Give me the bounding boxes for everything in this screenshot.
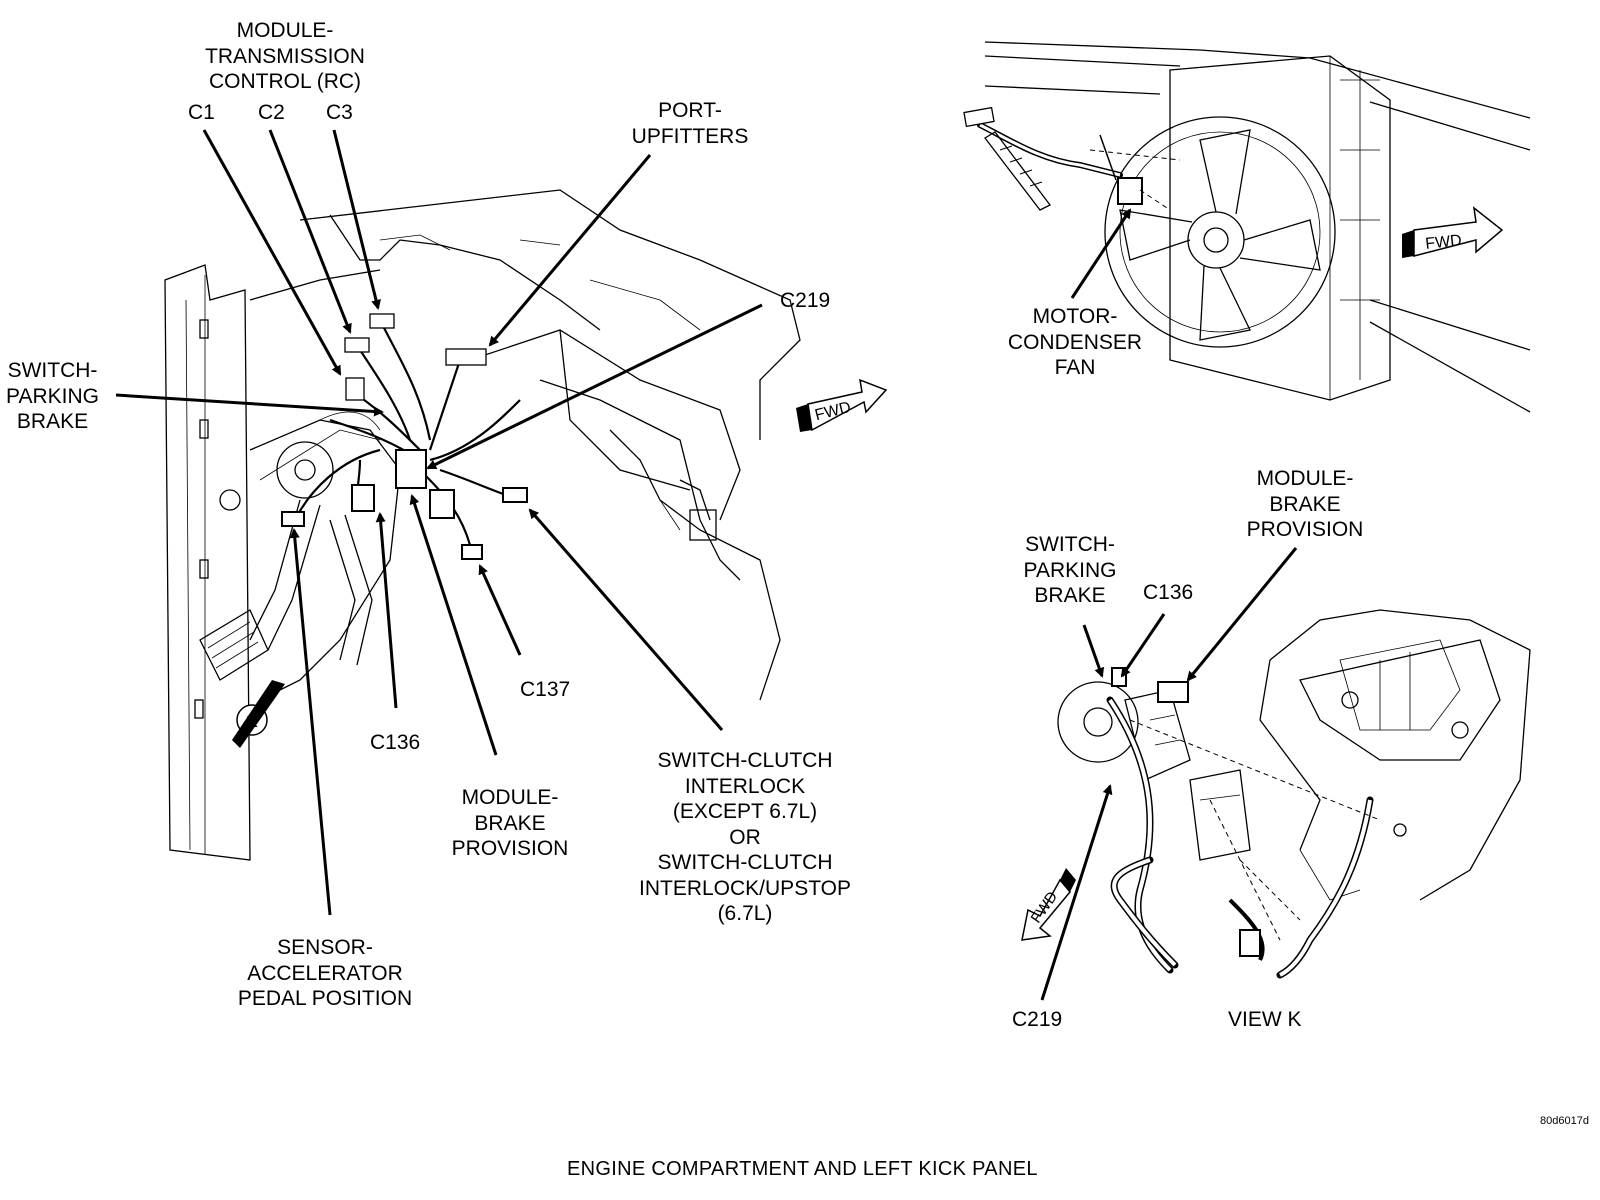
c136-view-k-label: C136: [1143, 581, 1194, 604]
module-brake-provision-main-label: MODULE- BRAKE PROVISION: [451, 786, 569, 860]
sensor-accelerator-pedal-position-label: SENSOR- ACCELERATOR PEDAL POSITION: [237, 936, 413, 1010]
view-k-label: VIEW K: [1228, 1008, 1302, 1031]
switch-parking-brake-view-k-label: SWITCH- PARKING BRAKE: [1023, 533, 1117, 607]
figure-caption: ENGINE COMPARTMENT AND LEFT KICK PANEL: [567, 1158, 1038, 1180]
motor-condenser-fan-label: MOTOR- CONDENSER FAN: [1007, 305, 1143, 379]
c3-label: C3: [326, 101, 353, 124]
fwd-text-top-right: FWD: [1425, 232, 1463, 253]
main-illustration: [164, 189, 801, 861]
view-k-illustration: [1057, 609, 1531, 979]
c2-label: C2: [258, 101, 285, 124]
c137-label: C137: [520, 678, 571, 701]
module-transmission-control-label: MODULE- TRANSMISSION CONTROL (RC): [205, 19, 365, 93]
motor-condenser-fan-leader: [1070, 208, 1132, 299]
switch-clutch-interlock-label: SWITCH-CLUTCH INTERLOCK (EXCEPT 6.7L) OR…: [639, 749, 851, 925]
c1-label: C1: [188, 101, 215, 124]
module-brake-provision-view-k-label: MODULE- BRAKE PROVISION: [1246, 467, 1364, 541]
leader-lines-main: [115, 129, 763, 916]
port-upfitters-label: PORT- UPFITTERS: [631, 99, 749, 148]
k-marker-text: K: [246, 714, 258, 731]
c136-main-label: C136: [370, 731, 421, 754]
condenser-fan-illustration: [963, 41, 1531, 413]
leader-lines-view-k: [1040, 547, 1298, 1001]
figure-code: 80d6017d: [1540, 1115, 1589, 1127]
switch-parking-brake-main-label: SWITCH- PARKING BRAKE: [6, 359, 99, 433]
c219-view-k-label: C219: [1012, 1008, 1063, 1031]
fwd-arrow-view-k: FWD: [1021, 868, 1076, 941]
fwd-arrow-top-right: FWD: [1402, 206, 1504, 258]
fwd-arrow-main: FWD: [796, 378, 888, 432]
c219-main-label: C219: [780, 289, 831, 312]
